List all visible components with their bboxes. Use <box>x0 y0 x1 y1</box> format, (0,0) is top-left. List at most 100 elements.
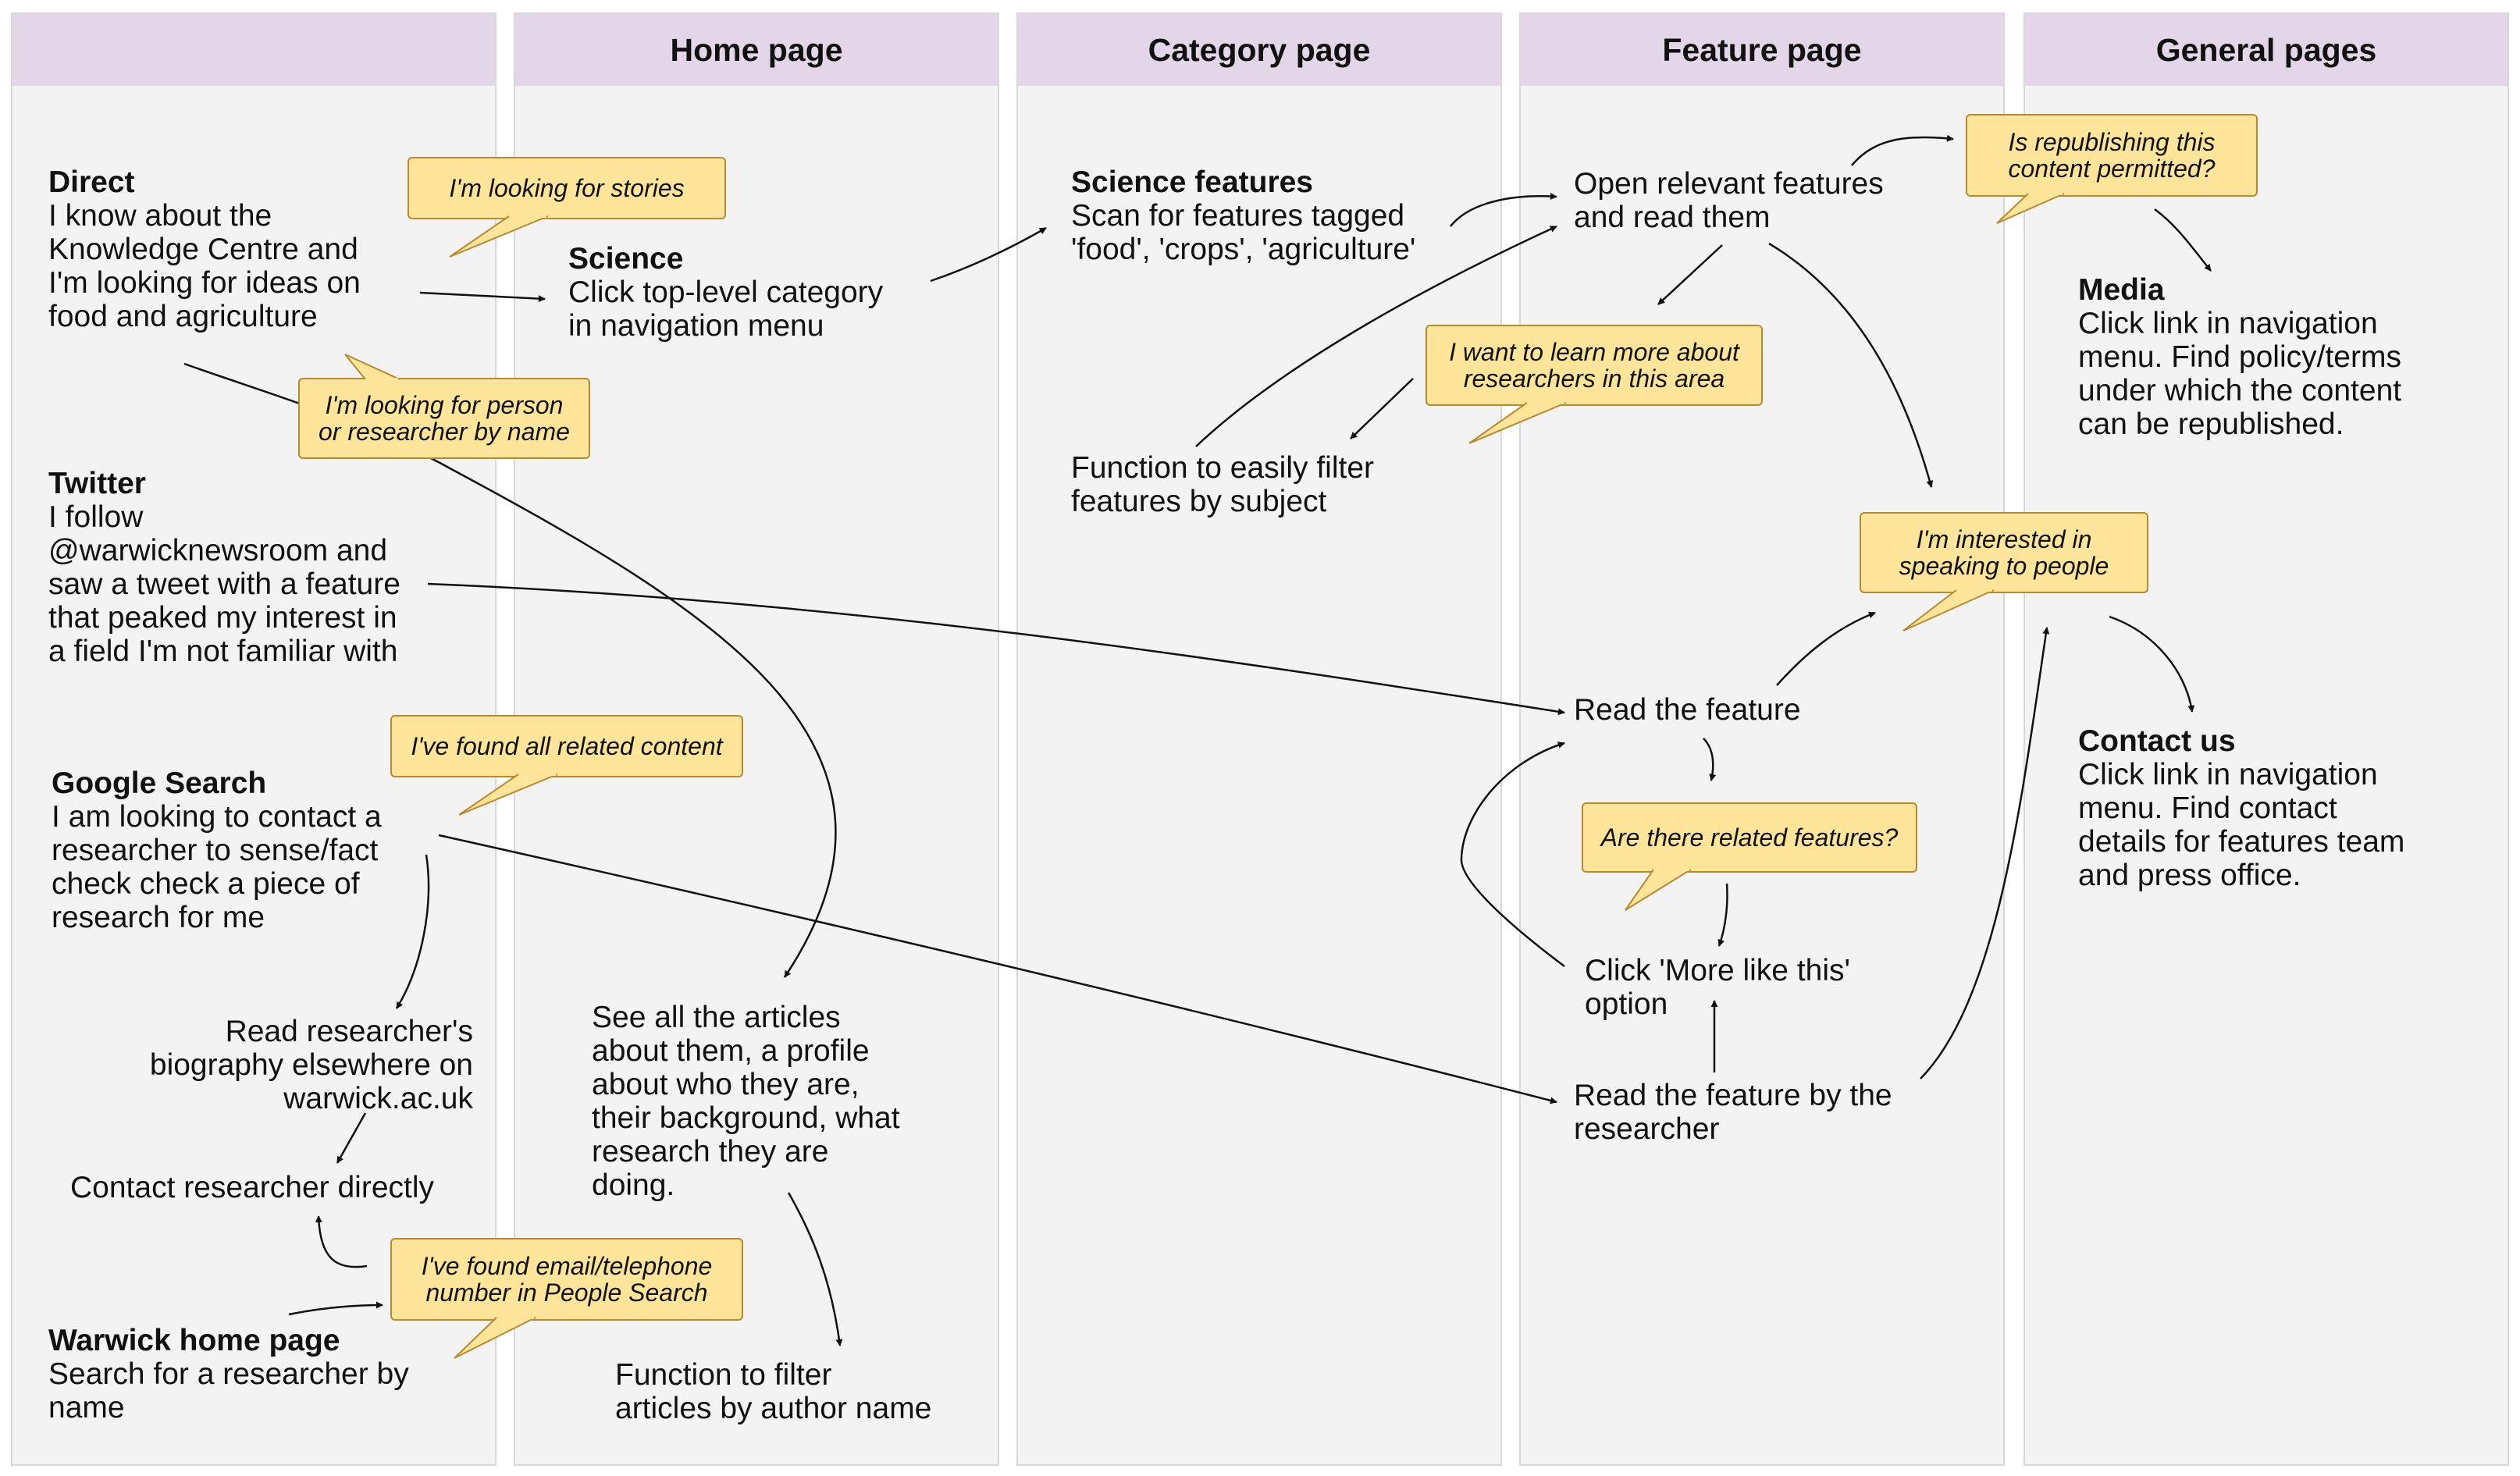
arrow-direct-to-articles <box>183 362 837 978</box>
node-line: biography elsewhere on <box>149 1048 473 1082</box>
node-twitter: Twitter I follow @warwicknewsroom and sa… <box>48 467 400 668</box>
callout-box: I'm interested in speaking to people <box>1860 512 2148 593</box>
callout-box: Are there related features? <box>1582 802 1917 873</box>
callout-line: I've found email/telephone <box>421 1252 713 1280</box>
callout-tail <box>449 215 549 258</box>
callout-box: Is republishing this content permitted? <box>1966 114 2258 197</box>
node-science: Science Click top-level category in navi… <box>568 242 883 343</box>
callout-tail <box>1996 192 2065 224</box>
callout-box: I've found all related content <box>390 715 743 777</box>
arrow-sci-features-to-open-features <box>1450 193 1557 227</box>
node-more-like-this: Click 'More like this' option <box>1585 954 1850 1021</box>
callout-box: I've found email/telephone number in Peo… <box>390 1238 743 1321</box>
node-line: Search for a researcher by <box>48 1357 409 1391</box>
callout-line: I'm looking for stories <box>449 174 685 202</box>
arrow-read-feature-to-speaking <box>1776 611 1876 686</box>
node-line: menu. Find contact <box>2078 791 2337 825</box>
callout-tail <box>1902 589 1995 631</box>
node-line: name <box>48 1391 125 1424</box>
arrow-warwick-to-email <box>288 1301 383 1316</box>
lane-feature-page: Feature page <box>1519 12 2005 1466</box>
node-line: Open relevant features <box>1574 167 1884 201</box>
arrow-read-by-researcher-to-speaking <box>1920 627 2050 1079</box>
callout-tail <box>458 773 558 816</box>
callout-speaking-to-people: I'm interested in speaking to people <box>1860 512 2148 631</box>
node-title: Twitter <box>48 467 146 500</box>
callout-line: I want to learn more about <box>1449 338 1739 366</box>
node-line: Click 'More like this' <box>1585 954 1850 987</box>
arrow-speaking-to-contact-us <box>2109 615 2195 713</box>
arrow-google-to-read-by-researcher <box>438 834 1557 1104</box>
arrow-republish-to-media <box>2154 208 2212 272</box>
node-title: Warwick home page <box>48 1324 340 1357</box>
node-line: features by subject <box>1071 485 1327 518</box>
node-line: food and agriculture <box>48 300 318 333</box>
node-line: I'm looking for ideas on <box>48 266 361 300</box>
node-line: Read researcher's <box>225 1015 473 1048</box>
arrow-email-to-contact <box>315 1215 368 1268</box>
callout-box: I want to learn more about researchers i… <box>1426 325 1763 406</box>
node-line: Contact researcher directly <box>70 1171 435 1204</box>
callout-found-email: I've found email/telephone number in Peo… <box>390 1238 743 1359</box>
callout-line: speaking to people <box>1899 552 2109 580</box>
node-title: Contact us <box>2078 724 2236 758</box>
callout-line: Is republishing this <box>2008 128 2216 156</box>
callout-looking-for-person: I'm looking for person or researcher by … <box>298 354 590 459</box>
arrow-science-to-sci-features <box>930 226 1047 283</box>
node-line: under which the content <box>2078 374 2402 407</box>
node-line: Scan for features tagged <box>1071 199 1405 233</box>
node-line: details for features team <box>2078 825 2405 859</box>
node-line: can be republished. <box>2078 407 2344 441</box>
arrow-direct-to-science <box>419 291 546 303</box>
node-researcher-biography: Read researcher's biography elsewhere on… <box>103 1015 473 1115</box>
arrow-open-features-to-speaking <box>1768 242 1934 488</box>
callout-line: I'm interested in <box>1916 525 2092 553</box>
lane-header-feature-page: Feature page <box>1521 14 2003 86</box>
node-line: that peaked my interest in <box>48 601 397 635</box>
node-warwick-home-page: Warwick home page Search for a researche… <box>48 1324 409 1424</box>
node-line: Click link in navigation <box>2078 758 2378 791</box>
callout-line: number in People Search <box>425 1279 708 1307</box>
node-line: research they are <box>592 1135 829 1168</box>
arrow-read-feature-to-related <box>1703 738 1717 781</box>
callout-line: content permitted? <box>2008 155 2216 183</box>
callout-tail <box>454 1316 536 1359</box>
node-line: Function to filter <box>615 1358 832 1392</box>
node-line: and press office. <box>2078 859 2301 892</box>
lane-header-home-page: Home page <box>515 14 998 86</box>
node-line: check check a piece of <box>52 867 360 901</box>
node-title: Google Search <box>52 766 267 800</box>
node-line: @warwicknewsroom and <box>48 534 388 567</box>
arrow-more-like-to-read-feature <box>1460 742 1565 967</box>
callout-line: researchers in this area <box>1463 365 1725 393</box>
arrow-bio-to-contact <box>336 1112 367 1164</box>
lane-general-pages: General pages <box>2023 12 2509 1466</box>
arrow-twitter-to-read-feature <box>427 582 1565 716</box>
callout-line: Are there related features? <box>1600 823 1899 852</box>
arrow-articles-to-filter-author <box>787 1192 843 1346</box>
node-line: a field I'm not familiar with <box>48 635 398 668</box>
callout-box: I'm looking for person or researcher by … <box>298 378 590 459</box>
callout-tail <box>344 354 400 381</box>
node-line: 'food', 'crops', 'agriculture' <box>1071 233 1416 266</box>
node-line: and read them <box>1574 201 1771 234</box>
lane-header-entry <box>12 14 495 86</box>
node-line: about who they are, <box>592 1068 860 1101</box>
node-contact-us: Contact us Click link in navigation menu… <box>2078 724 2404 892</box>
node-line: Knowledge Centre and <box>48 233 358 266</box>
arrow-open-features-to-republish <box>1851 134 1954 166</box>
node-line: research for me <box>52 901 265 934</box>
node-read-the-feature: Read the feature <box>1574 693 1801 727</box>
lane-header-category-page: Category page <box>1018 14 1500 86</box>
node-line: I follow <box>48 500 144 534</box>
node-read-feature-by-researcher: Read the feature by the researcher <box>1574 1079 1892 1146</box>
node-open-relevant-features: Open relevant features and read them <box>1574 167 1884 234</box>
callout-related-features: Are there related features? <box>1582 802 1917 911</box>
node-title: Science features <box>1071 165 1314 199</box>
node-title: Science <box>568 242 684 276</box>
lane-category-page: Category page <box>1016 12 1502 1466</box>
arrow-learn-more-to-filter-subject <box>1350 378 1414 439</box>
arrow-filter-subject-to-open-features <box>1195 225 1557 447</box>
arrow-google-to-bio <box>395 854 430 1009</box>
